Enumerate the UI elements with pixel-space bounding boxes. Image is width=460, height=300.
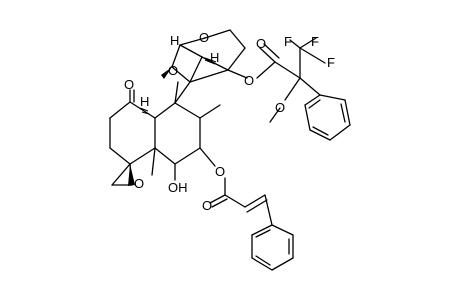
methyl-groups xyxy=(151,81,221,181)
bicyclic-furofuran xyxy=(171,29,246,104)
atom-label-hydroxyl: OH xyxy=(168,180,188,195)
atom-label-cinnamate-carbonyl-oxygen: O xyxy=(202,198,212,213)
atom-label-furan-oxygen-left: O xyxy=(168,63,178,78)
spiro-epoxide xyxy=(111,163,135,186)
cinnamate-ester xyxy=(199,147,273,226)
atom-label-hydrogen-left: H xyxy=(140,94,149,109)
atom-label-fluorine-2: F xyxy=(311,34,319,49)
atom-label-ester-oxygen-cinnamate: O xyxy=(215,164,225,179)
atom-label-furan-oxygen-top: O xyxy=(199,30,209,45)
atom-label-ester-carbonyl-oxygen-right: O xyxy=(256,36,266,51)
atom-label-ester-oxygen-right: O xyxy=(244,73,254,88)
atom-label-fluorine-3: F xyxy=(327,55,335,70)
ring-cyclohexanone xyxy=(109,89,156,165)
atom-label-methoxy-oxygen: O xyxy=(275,100,285,115)
ring-decalin-right xyxy=(154,102,201,165)
stereo-bonds xyxy=(139,57,217,115)
phenyl-ring-top xyxy=(304,94,351,141)
phenyl-ring-bottom xyxy=(251,224,294,271)
atom-label-ketone-oxygen: O xyxy=(124,77,134,92)
atom-label-epoxide-oxygen: O xyxy=(134,176,144,191)
mosher-ester xyxy=(227,37,326,123)
atom-label-fluorine-1: F xyxy=(284,34,292,49)
atom-label-hydrogen-mid: H xyxy=(210,50,219,65)
atom-label-hydrogen-top: H xyxy=(170,33,179,48)
